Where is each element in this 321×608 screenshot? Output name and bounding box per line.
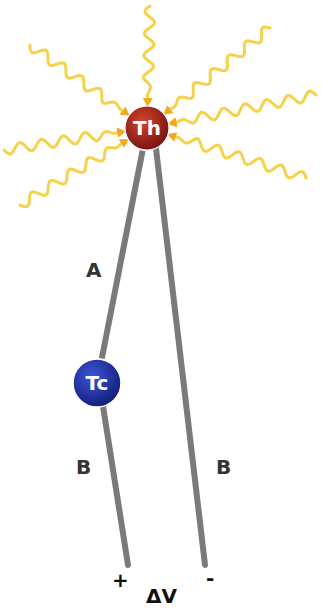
ray-arrowhead	[119, 139, 129, 148]
wavy-ray	[176, 137, 306, 178]
wavy-ray	[30, 45, 121, 110]
wavy-ray	[143, 6, 154, 98]
wavy-ray	[20, 144, 121, 207]
wire-b-left	[102, 400, 128, 565]
temperature-junction: Th	[124, 105, 170, 151]
temperature-label: Tc	[86, 371, 109, 395]
wavy-ray	[4, 132, 117, 154]
wire-b-right	[155, 140, 205, 565]
wavy-ray	[177, 91, 316, 123]
wire-material-label: B	[216, 455, 231, 479]
polarity-sign: -	[206, 566, 214, 590]
wavy-ray	[171, 27, 270, 109]
polarity-sign: +	[112, 568, 129, 592]
ray-arrowhead	[120, 107, 130, 116]
temperature-junction: Tc	[72, 358, 122, 408]
wire-material-label: B	[76, 455, 91, 479]
temperature-label: Th	[133, 116, 161, 140]
voltage-label: ΔV	[146, 584, 177, 608]
wire-a	[102, 151, 143, 359]
ray-arrowhead	[163, 105, 173, 115]
wire-material-label: A	[86, 258, 101, 282]
